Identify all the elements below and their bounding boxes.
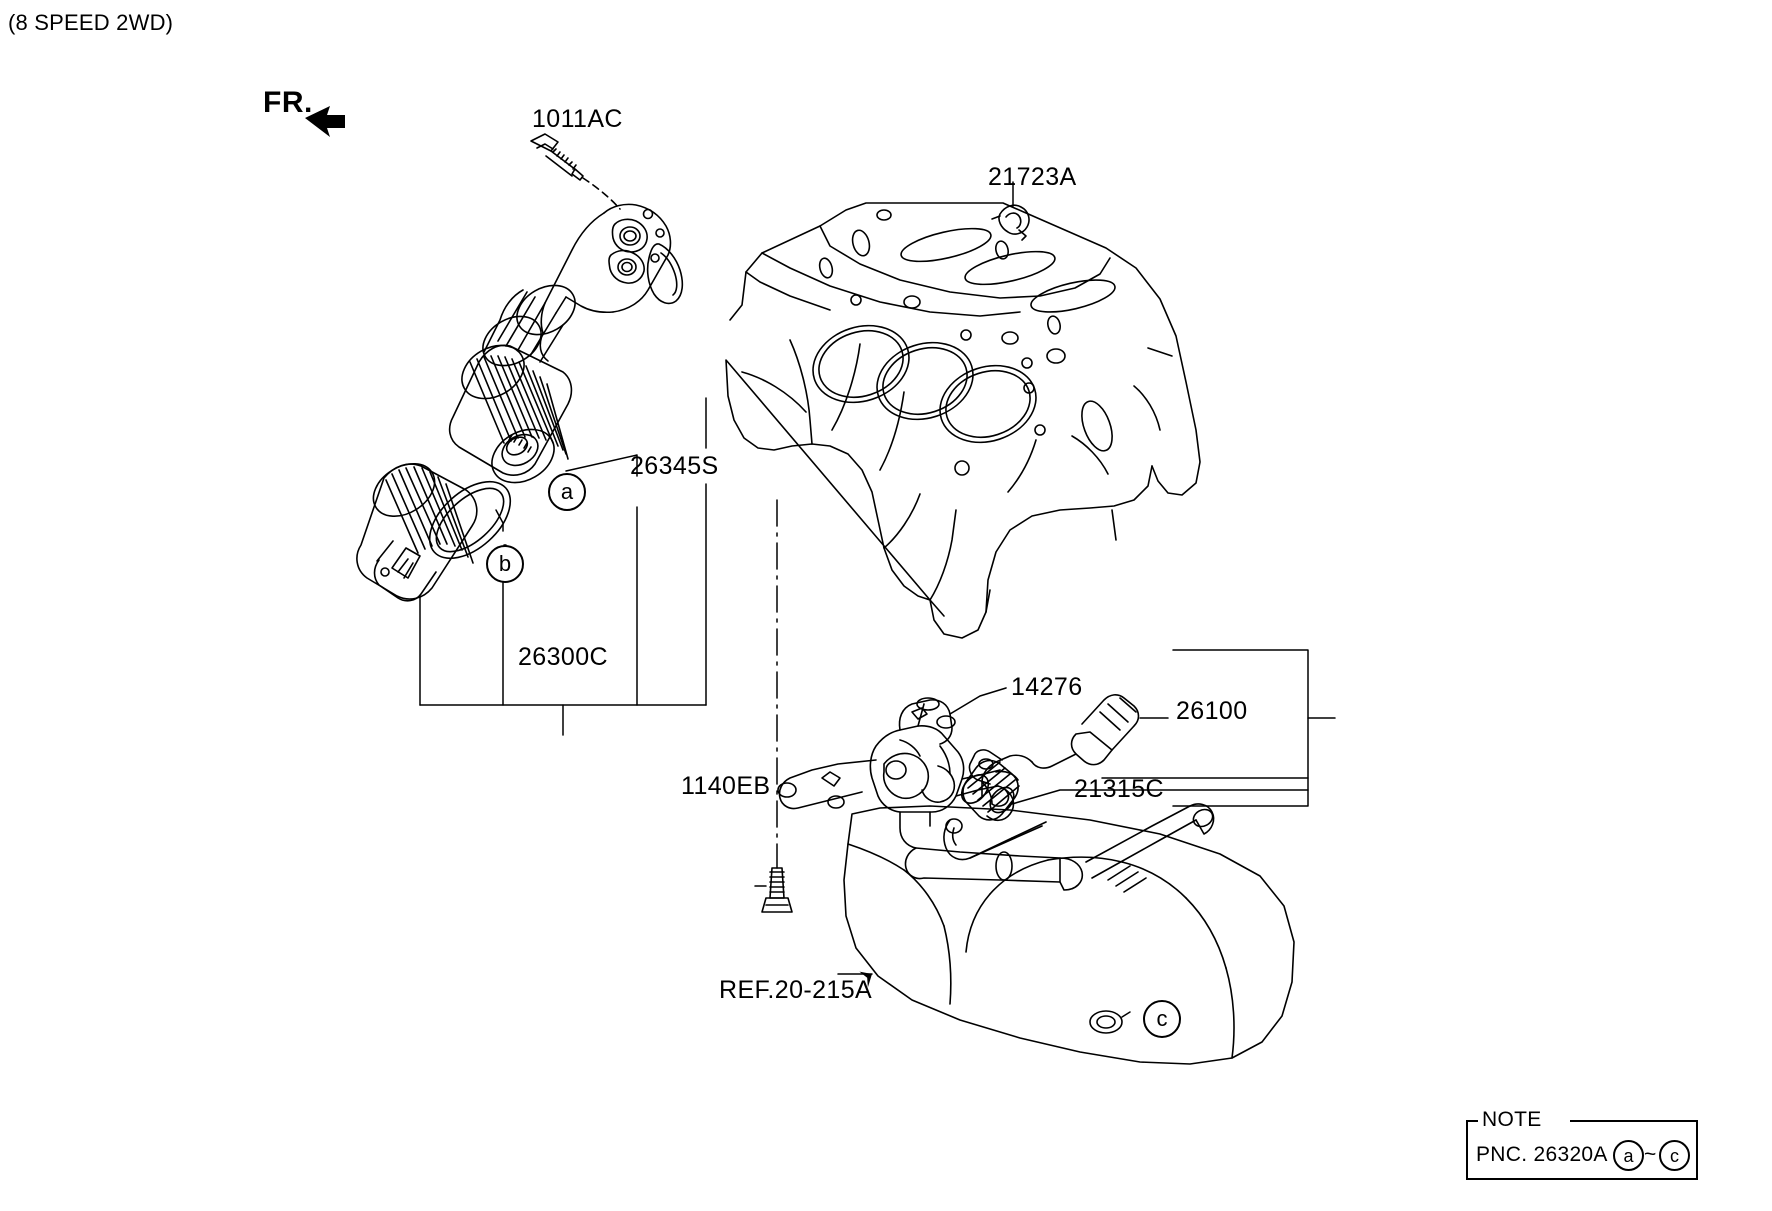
bolt-1140eb-shape [761,867,793,913]
note-prefix: PNC. 26320A : [1476,1143,1619,1166]
callout-a-filter: a [548,473,586,511]
part-label-26300c: 26300C [518,643,608,671]
oil-filter-housing-shape [482,203,684,367]
note-callout-to: c [1659,1140,1690,1171]
part-label-26100: 26100 [1176,697,1248,725]
oil-filter-cap-shape [356,463,478,602]
oil-filter-element-shape [448,344,573,484]
part-label-21315c: 21315C [1074,775,1164,803]
orientation-label: FR. [263,86,313,119]
oil-pan-shape [843,805,1295,1065]
diagram-title: (8 SPEED 2WD) [8,10,174,35]
part-label-ref-20-215a: REF.20-215A [719,976,873,1004]
part-label-1011ac: 1011AC [532,105,623,133]
arrow-left-icon [305,106,345,137]
callout-c-washer: c [1143,1000,1181,1038]
part-label-21723a: 21723A [988,163,1077,191]
note-callout-from: a [1613,1140,1644,1171]
note-range-tilde: ~ [1644,1143,1657,1166]
note-header: NOTE [1482,1108,1542,1131]
part-label-1140eb: 1140EB [681,772,771,800]
part-label-26345s: 26345S [630,452,719,480]
leader-lines-left [419,397,707,736]
bolt-1011ac-shape [530,133,584,181]
hose-clamp-shape [991,204,1030,241]
bracket-26100 [1172,649,1336,807]
part-label-14276: 14276 [1011,673,1083,701]
oil-pump-assembly-shape [777,687,1215,893]
cylinder-block-shape [725,202,1201,639]
callout-b-oring: b [486,545,524,583]
oil-pressure-switch-shape [960,759,1020,822]
oil-level-sensor-shape [968,694,1140,805]
seal-washer-shape [1089,1010,1123,1034]
note-header-mask [1478,1110,1570,1130]
note-box [1466,1120,1698,1180]
